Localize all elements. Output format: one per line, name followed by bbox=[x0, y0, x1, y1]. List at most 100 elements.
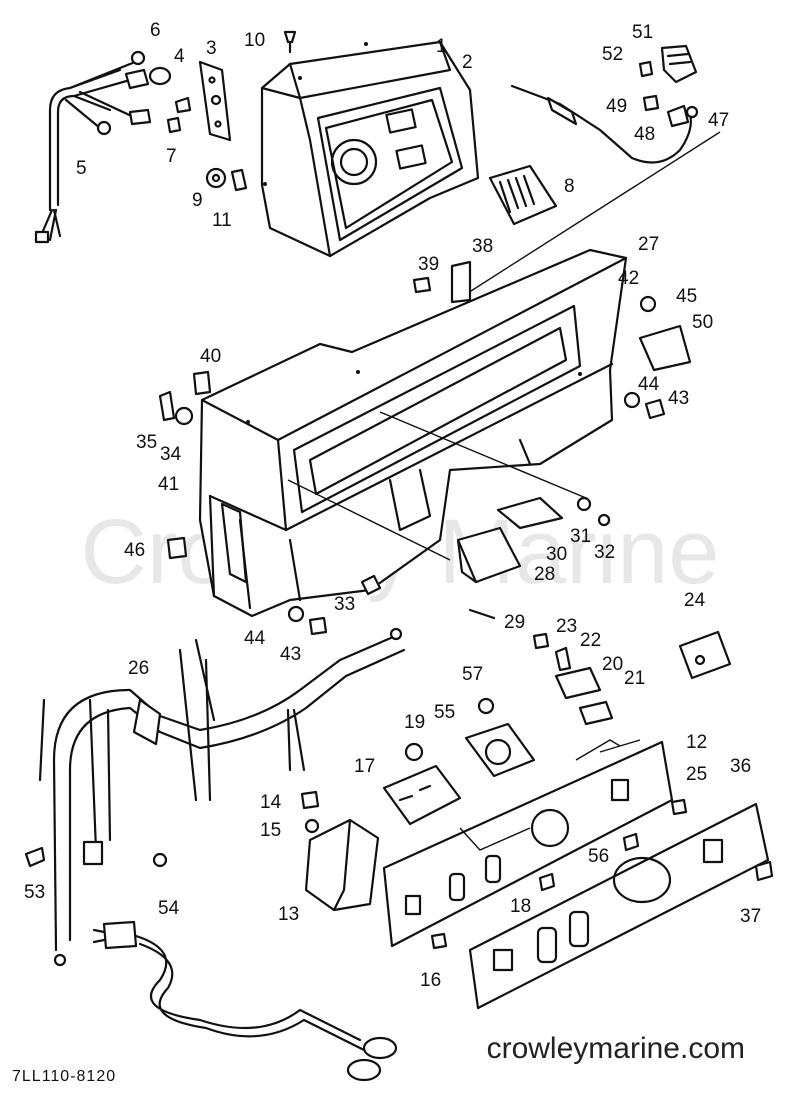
nut-57 bbox=[477, 697, 495, 715]
callout-50: 50 bbox=[692, 312, 713, 333]
clip-40 bbox=[192, 370, 212, 396]
grommet-19 bbox=[404, 742, 424, 762]
screw-23 bbox=[532, 632, 550, 650]
callout-33: 33 bbox=[334, 594, 355, 615]
callouts: 1 2 3 4 5 6 7 8 9 10 11 12 13 14 15 16 1… bbox=[24, 20, 761, 991]
screw-25 bbox=[670, 798, 688, 816]
knob-52 bbox=[638, 60, 654, 78]
callout-56: 56 bbox=[588, 846, 609, 867]
diagram-code: 7LL110-8120 bbox=[12, 1068, 117, 1085]
callout-47: 47 bbox=[708, 110, 729, 131]
plate-3 bbox=[198, 60, 232, 142]
callout-5: 5 bbox=[76, 158, 87, 179]
outlet-17 bbox=[382, 764, 462, 826]
callout-43b: 43 bbox=[280, 644, 301, 665]
callout-13: 13 bbox=[278, 904, 299, 925]
washer-31 bbox=[576, 496, 592, 512]
callout-38: 38 bbox=[472, 236, 493, 257]
callout-17: 17 bbox=[354, 756, 375, 777]
callout-40: 40 bbox=[200, 346, 221, 367]
callout-10: 10 bbox=[244, 30, 265, 51]
clamp-38 bbox=[450, 260, 472, 304]
callout-18: 18 bbox=[510, 896, 531, 917]
switch-20 bbox=[554, 666, 602, 700]
condenser-28 bbox=[456, 526, 522, 584]
bolt-43a bbox=[644, 398, 666, 420]
callout-41: 41 bbox=[158, 474, 179, 495]
callout-34: 34 bbox=[160, 444, 182, 465]
control-box-housing bbox=[198, 248, 628, 618]
cap-7 bbox=[166, 116, 182, 134]
callout-24: 24 bbox=[684, 590, 706, 611]
callout-44b: 44 bbox=[244, 628, 266, 649]
callout-31: 31 bbox=[570, 526, 591, 547]
nut-34 bbox=[174, 406, 194, 426]
screw-4 bbox=[174, 96, 192, 114]
bolt-43b bbox=[308, 616, 328, 636]
washer-44b bbox=[287, 605, 305, 623]
screw-32 bbox=[597, 513, 611, 527]
panel-cover-36 bbox=[468, 802, 770, 1010]
callout-25: 25 bbox=[686, 764, 707, 785]
callout-3: 3 bbox=[206, 38, 217, 59]
callout-36: 36 bbox=[730, 756, 751, 777]
callout-57: 57 bbox=[462, 664, 483, 685]
power-cord-54 bbox=[92, 920, 398, 1082]
callout-30: 30 bbox=[546, 544, 567, 565]
callout-23: 23 bbox=[556, 616, 577, 637]
clamp-11 bbox=[230, 168, 248, 192]
clip-46 bbox=[166, 536, 188, 560]
callout-53: 53 bbox=[24, 882, 45, 903]
screw-29 bbox=[468, 608, 496, 620]
callout-54: 54 bbox=[158, 898, 180, 919]
callout-44a: 44 bbox=[638, 374, 660, 395]
callout-39: 39 bbox=[418, 254, 439, 275]
callout-35: 35 bbox=[136, 432, 157, 453]
grommet-6 bbox=[148, 66, 172, 86]
callout-6: 6 bbox=[150, 20, 161, 41]
terminal-24 bbox=[678, 630, 732, 680]
callout-27: 27 bbox=[638, 234, 659, 255]
callout-11: 11 bbox=[212, 210, 232, 231]
screw-10 bbox=[283, 30, 297, 54]
washer-15 bbox=[304, 818, 320, 834]
terminal-53 bbox=[24, 846, 46, 868]
switch-51 bbox=[660, 44, 698, 84]
screw-18 bbox=[538, 872, 556, 892]
top-cover bbox=[260, 40, 480, 258]
cover-50 bbox=[638, 324, 692, 372]
screw-49 bbox=[642, 94, 660, 112]
callout-46: 46 bbox=[124, 540, 145, 561]
callout-19: 19 bbox=[404, 712, 425, 733]
callout-28: 28 bbox=[534, 564, 555, 585]
callout-45: 45 bbox=[676, 286, 697, 307]
callout-20: 20 bbox=[602, 654, 623, 675]
outlet-cover-8 bbox=[488, 164, 558, 226]
wire-harness-5 bbox=[34, 50, 152, 244]
callout-4: 4 bbox=[174, 46, 185, 67]
callout-52: 52 bbox=[602, 44, 623, 65]
callout-48: 48 bbox=[634, 124, 655, 145]
callout-49: 49 bbox=[606, 96, 627, 117]
callout-32: 32 bbox=[594, 542, 615, 563]
screw-56 bbox=[622, 832, 640, 852]
main-harness-26 bbox=[38, 627, 406, 967]
site-watermark: crowleymarine.com bbox=[486, 1032, 745, 1065]
cable-47 bbox=[510, 84, 699, 164]
callout-7: 7 bbox=[166, 146, 177, 167]
bracket-48 bbox=[666, 104, 690, 128]
nut-9 bbox=[205, 167, 227, 189]
gasket-30 bbox=[496, 496, 564, 530]
control-panel-12 bbox=[382, 740, 674, 948]
screw-37 bbox=[754, 860, 774, 882]
callout-14: 14 bbox=[260, 792, 282, 813]
callout-37: 37 bbox=[740, 906, 761, 927]
callout-51: 51 bbox=[632, 22, 653, 43]
screw-39 bbox=[412, 276, 432, 294]
callout-22: 22 bbox=[580, 630, 601, 651]
screw-14 bbox=[300, 790, 320, 810]
callout-42: 42 bbox=[618, 268, 639, 289]
callout-15: 15 bbox=[260, 820, 281, 841]
clip-35 bbox=[158, 390, 176, 422]
